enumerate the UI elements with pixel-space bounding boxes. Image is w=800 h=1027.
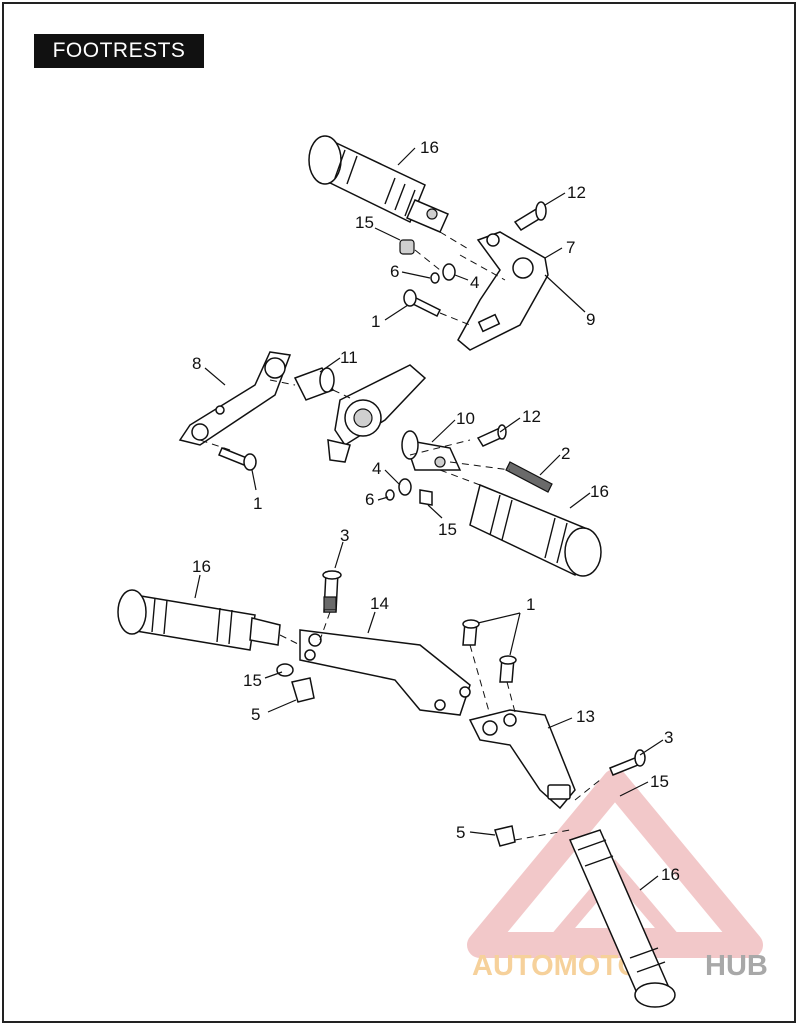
callout-16-top: 16 <box>420 138 439 157</box>
bolt-middle <box>218 447 257 471</box>
bolt-top-left <box>322 570 342 613</box>
callout-12-top: 12 <box>567 183 586 202</box>
callout-labels: 16 12 15 7 6 4 1 9 8 11 10 12 2 4 6 15 1… <box>192 138 680 884</box>
callout-5-left: 5 <box>251 705 260 724</box>
footpeg-middle <box>469 483 602 577</box>
spacer-middle <box>293 367 335 401</box>
callout-15-middle: 15 <box>438 520 457 539</box>
callout-1-top: 1 <box>371 312 380 331</box>
screw-middle <box>505 461 553 493</box>
callout-3-left: 3 <box>340 526 349 545</box>
pin-middle <box>476 424 507 447</box>
callout-3-right: 3 <box>664 728 673 747</box>
callout-6-top: 6 <box>390 262 399 281</box>
footpeg-top <box>308 135 449 233</box>
bracket-top <box>457 231 549 351</box>
footpeg-right <box>568 829 676 1008</box>
support-bar <box>299 629 471 716</box>
leader-lines <box>194 147 664 891</box>
washer-top <box>399 239 456 284</box>
footpeg-left <box>117 589 281 651</box>
callout-12-middle: 12 <box>522 407 541 426</box>
nut-right <box>494 825 516 847</box>
mount-middle <box>327 364 427 463</box>
callout-15-left: 15 <box>243 671 262 690</box>
callout-16-middle: 16 <box>590 482 609 501</box>
callout-14: 14 <box>370 594 389 613</box>
callout-7: 7 <box>566 238 575 257</box>
callout-15-top: 15 <box>355 213 374 232</box>
callout-16-right: 16 <box>661 865 680 884</box>
clevis-middle <box>401 430 462 471</box>
pin-top <box>513 201 547 231</box>
bolts-right <box>462 619 517 683</box>
callout-4-middle: 4 <box>372 459 381 478</box>
page-title: FOOTRESTS <box>34 34 204 68</box>
watermark-brand-part1: AUTOMOTO <box>472 950 640 982</box>
callout-10: 10 <box>456 409 475 428</box>
callout-15-right: 15 <box>650 772 669 791</box>
callout-5-right: 5 <box>456 823 465 842</box>
callout-1-bottom: 1 <box>526 595 535 614</box>
watermark-brand-part2: HUB <box>705 950 768 982</box>
bolt-right <box>609 749 646 776</box>
callout-16-left: 16 <box>192 557 211 576</box>
bolt-top <box>403 289 442 318</box>
callout-11: 11 <box>340 348 358 367</box>
bracket-right <box>468 709 576 810</box>
washers-middle <box>385 478 433 506</box>
watermark-logo: AUTOMOTO HUB <box>467 769 768 982</box>
nut-left <box>276 663 315 703</box>
bracket-left <box>178 351 292 446</box>
callout-1-middle: 1 <box>253 494 262 513</box>
callout-4-top: 4 <box>470 273 479 292</box>
callout-2: 2 <box>561 444 570 463</box>
callout-6-middle: 6 <box>365 490 374 509</box>
callout-9: 9 <box>586 310 595 329</box>
callout-13: 13 <box>576 707 595 726</box>
callout-8: 8 <box>192 354 201 373</box>
